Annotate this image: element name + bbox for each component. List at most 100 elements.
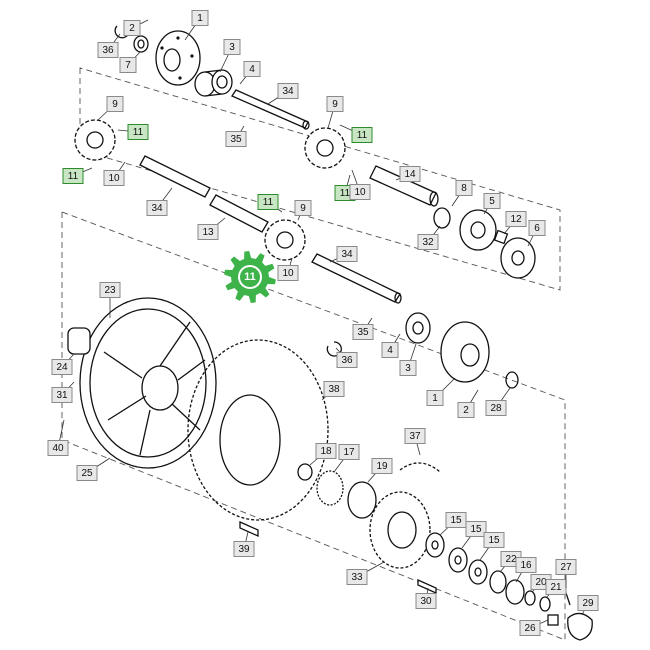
callout-19[interactable]: 19 — [367, 458, 393, 483]
sprocket-9-left — [74, 119, 116, 161]
callout-29[interactable]: 29 — [577, 595, 599, 616]
callout-10[interactable]: 10 — [103, 161, 126, 186]
callout-15[interactable]: 15 — [461, 521, 487, 549]
callout-box — [415, 593, 437, 609]
callout-box — [445, 512, 467, 528]
callout-34[interactable]: 34 — [267, 83, 299, 105]
callout-box — [197, 224, 219, 240]
callout-3[interactable]: 3 — [219, 39, 241, 73]
callout-13[interactable]: 13 — [197, 217, 226, 240]
callout-34[interactable]: 34 — [329, 246, 358, 263]
callout-label: 16 — [520, 560, 532, 571]
callout-28[interactable]: 28 — [485, 387, 511, 416]
callout-16[interactable]: 16 — [515, 557, 537, 583]
callout-box — [51, 387, 73, 403]
cap-29 — [567, 612, 593, 641]
callout-37[interactable]: 37 — [404, 428, 426, 456]
callout-8[interactable]: 8 — [451, 180, 473, 207]
callout-36[interactable]: 36 — [97, 33, 121, 58]
callout-15[interactable]: 15 — [439, 512, 467, 536]
callout-24[interactable]: 24 — [51, 353, 75, 375]
callout-1[interactable]: 1 — [184, 10, 209, 41]
callout-box — [426, 390, 444, 406]
callout-box — [47, 440, 69, 456]
callout-32[interactable]: 32 — [417, 225, 441, 250]
bushing-3-lower — [405, 312, 431, 344]
callout-box — [485, 400, 507, 416]
selected-part-label: 11 — [244, 271, 256, 283]
callout-30[interactable]: 30 — [415, 587, 437, 609]
callout-10[interactable]: 10 — [277, 257, 299, 281]
callout-label: 34 — [282, 86, 294, 97]
callout-5[interactable]: 5 — [483, 193, 501, 215]
ring-21 — [539, 596, 551, 612]
callout-label: 6 — [534, 223, 540, 234]
callout-35[interactable]: 35 — [225, 125, 247, 147]
callout-17[interactable]: 17 — [333, 444, 360, 473]
callout-3[interactable]: 3 — [399, 343, 417, 376]
callout-label: 11 — [357, 130, 368, 141]
callout-4[interactable]: 4 — [239, 61, 261, 85]
callout-6[interactable]: 6 — [527, 220, 546, 247]
callout-label: 2 — [463, 405, 469, 416]
callout-label: 10 — [108, 173, 120, 184]
callout-10[interactable]: 10 — [349, 169, 371, 200]
callout-box — [351, 127, 373, 143]
callout-box — [483, 193, 501, 209]
nut-18 — [297, 463, 313, 481]
callout-label: 14 — [404, 169, 416, 180]
callout-box — [483, 532, 505, 548]
callout-box — [417, 234, 439, 250]
callout-label: 9 — [332, 99, 338, 110]
callout-33[interactable]: 33 — [346, 561, 385, 585]
callout-9[interactable]: 9 — [326, 96, 344, 129]
callout-39[interactable]: 39 — [233, 531, 255, 557]
callout-11[interactable]: 11 — [257, 194, 283, 213]
callout-31[interactable]: 31 — [51, 381, 75, 403]
callout-box — [555, 559, 577, 575]
callout-38[interactable]: 38 — [321, 381, 345, 401]
callout-11[interactable]: 11 — [62, 167, 93, 184]
callout-15[interactable]: 15 — [479, 532, 505, 561]
callout-11[interactable]: 11 — [117, 124, 149, 140]
callout-26[interactable]: 26 — [519, 619, 549, 636]
callout-40[interactable]: 40 — [47, 419, 69, 456]
callout-2[interactable]: 2 — [457, 389, 479, 418]
callout-label: 35 — [230, 134, 242, 145]
callout-25[interactable]: 25 — [76, 457, 111, 481]
callout-4[interactable]: 4 — [381, 333, 401, 358]
selected-part-gear[interactable]: 11 — [224, 251, 276, 303]
callout-21[interactable]: 21 — [545, 579, 567, 599]
callout-label: 13 — [202, 227, 214, 238]
callout-34[interactable]: 34 — [146, 187, 173, 216]
callout-box — [577, 595, 599, 611]
callout-11[interactable]: 11 — [339, 124, 373, 143]
callout-box — [399, 166, 421, 182]
callout-7[interactable]: 7 — [119, 51, 141, 73]
callout-label: 10 — [282, 268, 294, 279]
callout-27[interactable]: 27 — [555, 559, 577, 589]
callout-18[interactable]: 18 — [309, 443, 337, 466]
callout-14[interactable]: 14 — [395, 166, 421, 182]
callout-9[interactable]: 9 — [97, 96, 124, 121]
callout-box — [123, 20, 141, 36]
callout-box — [225, 131, 247, 147]
callout-box — [51, 359, 73, 375]
callout-label: 31 — [56, 390, 68, 401]
callout-35[interactable]: 35 — [352, 317, 374, 340]
callout-box — [294, 200, 312, 216]
sprocket-9-lower — [264, 219, 306, 261]
callout-box — [103, 170, 125, 186]
shaft-34-lower — [311, 253, 402, 304]
callout-label: 15 — [470, 524, 482, 535]
callout-9[interactable]: 9 — [294, 200, 312, 221]
callout-36[interactable]: 36 — [335, 347, 358, 368]
callout-2[interactable]: 2 — [123, 19, 149, 36]
nut-26 — [547, 614, 559, 626]
callout-label: 11 — [263, 197, 274, 208]
callout-12[interactable]: 12 — [503, 211, 527, 235]
hub-flange-upper — [155, 30, 201, 86]
callout-23[interactable]: 23 — [99, 282, 121, 319]
callout-1[interactable]: 1 — [426, 377, 456, 406]
